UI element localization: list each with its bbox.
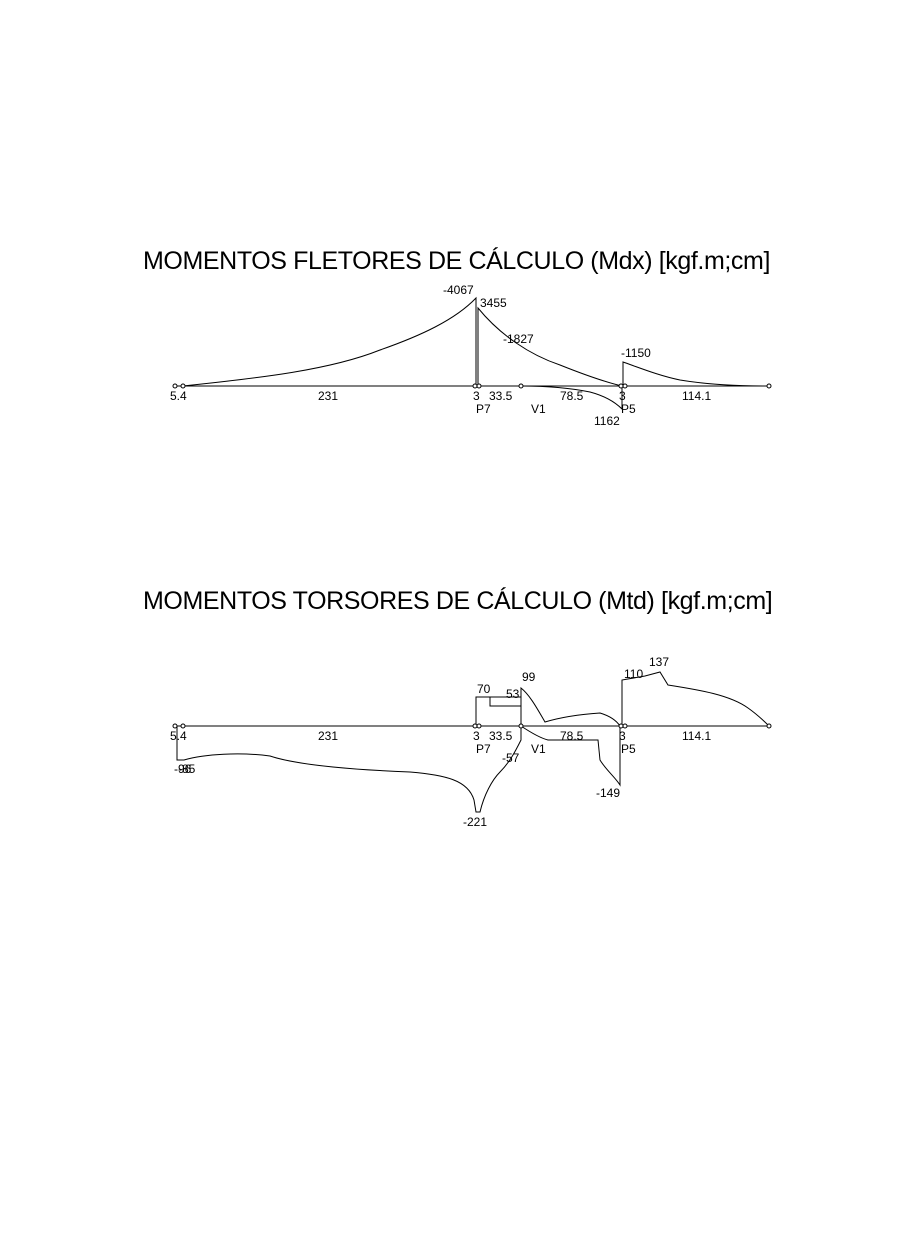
mdx-value-label: -1827 <box>503 332 534 346</box>
mdx-node <box>472 383 478 389</box>
mdx-span-label: 114.1 <box>682 389 711 403</box>
mtd-node <box>518 723 524 729</box>
mtd-value-label: -221 <box>463 815 487 829</box>
mtd-support-label: P5 <box>621 742 636 756</box>
mtd-span-label: 114.1 <box>682 729 711 743</box>
mtd-value-label: -149 <box>596 786 620 800</box>
mtd-span-label: 231 <box>318 729 338 743</box>
mdx-node <box>766 383 772 389</box>
mdx-span-label: 3 <box>473 389 480 403</box>
mtd-span-label: 33.5 <box>489 729 513 743</box>
mdx-diagram-title: MOMENTOS FLETORES DE CÁLCULO (Mdx) [kgf.… <box>143 247 770 275</box>
mdx-span-label: 5.4 <box>170 389 187 403</box>
mtd-span-label: 5.4 <box>170 729 187 743</box>
mdx-node <box>622 383 628 389</box>
mdx-span-label: 33.5 <box>489 389 513 403</box>
mtd-value-label: 137 <box>649 655 669 669</box>
mtd-torsion-curve-v1-p5-bottom <box>520 725 621 787</box>
mtd-node <box>180 723 186 729</box>
mtd-span-label: 3 <box>473 729 480 743</box>
mtd-value-label: -96 <box>174 762 192 776</box>
mtd-span-label: 78.5 <box>560 729 584 743</box>
mtd-support-label: P7 <box>476 742 491 756</box>
mdx-node <box>476 383 482 389</box>
mtd-diagram: 5.4 231 3 33.5 78.5 3 114.1 P7 V1 P5 70 … <box>170 655 772 829</box>
mtd-torsion-curve-p5-right <box>621 671 770 727</box>
mdx-diagram: 5.4 231 3 33.5 78.5 3 114.1 P7 V1 P5 -40… <box>170 283 772 428</box>
mtd-value-label: -57 <box>502 751 520 765</box>
mtd-torsion-curve-v1-top <box>520 686 621 727</box>
mdx-node <box>518 383 524 389</box>
mtd-torsion-curve-p7-v1-top <box>475 696 522 726</box>
mdx-moment-curve-left <box>182 296 477 387</box>
mtd-support-label: V1 <box>531 742 546 756</box>
mdx-moment-curve-middle <box>477 306 623 387</box>
mdx-value-label: -4067 <box>443 283 474 297</box>
mdx-span-label: 3 <box>619 389 626 403</box>
mtd-node <box>618 723 624 729</box>
mtd-value-label: 110 <box>624 667 643 681</box>
mtd-value-label: -85 <box>178 762 196 776</box>
mdx-support-label: P5 <box>621 402 636 416</box>
mtd-value-label: 53 <box>506 687 520 701</box>
mtd-span-label: 3 <box>619 729 626 743</box>
mtd-value-label: 70 <box>477 682 491 696</box>
mdx-value-label: 1162 <box>594 414 620 428</box>
mdx-moment-curve-right <box>622 361 770 387</box>
mtd-node <box>472 723 478 729</box>
mdx-node <box>172 383 178 389</box>
mdx-node <box>618 383 624 389</box>
mtd-diagram-title: MOMENTOS TORSORES DE CÁLCULO (Mtd) [kgf.… <box>143 587 773 615</box>
mdx-moment-curve-v1-p5 <box>521 385 623 411</box>
mdx-node <box>180 383 186 389</box>
mtd-node <box>476 723 482 729</box>
mtd-node <box>622 723 628 729</box>
mdx-support-label: P7 <box>476 402 491 416</box>
mtd-torsion-curve-left-bottom <box>176 726 522 813</box>
mdx-value-label: 3455 <box>480 296 507 310</box>
mdx-support-label: V1 <box>531 402 546 416</box>
mdx-value-label: -1150 <box>621 346 651 360</box>
mtd-value-label: 99 <box>522 670 536 684</box>
mdx-span-label: 231 <box>318 389 338 403</box>
mtd-node <box>172 723 178 729</box>
mtd-node <box>766 723 772 729</box>
mdx-span-label: 78.5 <box>560 389 584 403</box>
